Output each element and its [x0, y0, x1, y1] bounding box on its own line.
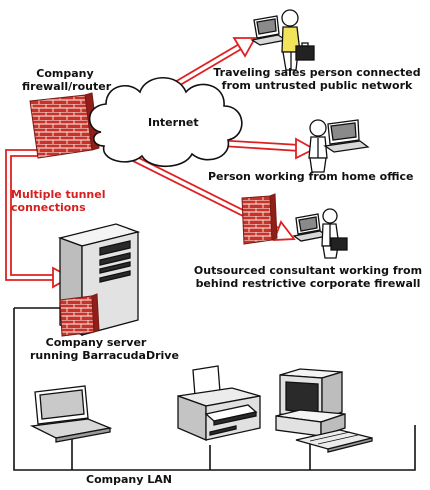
- company-firewall-icon: [29, 92, 100, 159]
- desktop-computer-icon: [275, 368, 373, 453]
- server-label: Company server running BarracudaDrive: [30, 336, 179, 362]
- consultant-label: Outsourced consultant working from behin…: [193, 264, 423, 290]
- consultant-firewall-icon: [241, 193, 278, 245]
- tunnel-connections-label: Multiple tunnel connections: [11, 188, 106, 214]
- home-office-person-icon: [308, 119, 370, 173]
- server-firewall-icon: [59, 293, 100, 337]
- internet-cloud-icon: [88, 77, 243, 167]
- lan-laptop-icon: [29, 385, 113, 443]
- traveling-person-label: Traveling sales person connected from un…: [213, 66, 421, 92]
- company-lan-lines: [13, 307, 416, 471]
- company-firewall-label: Company firewall/router: [22, 67, 112, 93]
- internet-label: Internet: [148, 116, 199, 129]
- company-lan-label: Company LAN: [84, 473, 174, 486]
- consultant-person-icon: [292, 208, 348, 259]
- printer-icon: [177, 365, 261, 441]
- traveling-person-icon: [250, 9, 315, 71]
- home-office-label: Person working from home office: [208, 170, 414, 183]
